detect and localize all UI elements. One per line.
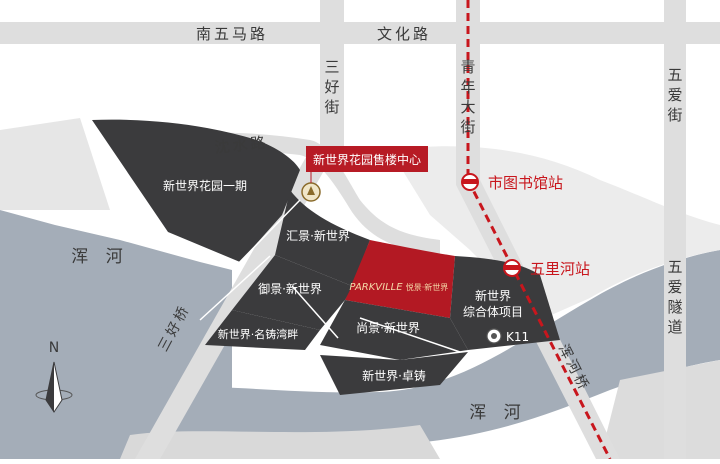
label-shenshui: 沈水路 <box>214 133 270 157</box>
label-library-station: 市图书馆站 <box>488 174 563 192</box>
label-wuai-tunnel: 五爱隧道 <box>667 258 682 336</box>
label-compass-north: N <box>49 340 59 356</box>
block-zhuozhu <box>320 352 468 395</box>
label-huijing: 汇景·新世界 <box>286 228 350 243</box>
label-parkville-cn: 悦景·新世界 <box>406 282 449 292</box>
road-wuai-street <box>664 0 686 459</box>
label-river-left: 浑 河 <box>71 247 128 267</box>
label-sales-center: 新世界花园售楼中心 <box>313 152 421 167</box>
svg-text:综合体项目: 综合体项目 <box>463 304 523 319</box>
project-blocks <box>92 119 560 395</box>
label-parkville-en: PARKVILLE <box>349 282 403 293</box>
road-nanwuma-wenhua <box>0 22 720 44</box>
north-arrow-icon <box>35 361 73 413</box>
metro-line-south <box>466 179 612 460</box>
label-river-bottom: 浑 河 <box>469 403 526 423</box>
metro-icon-library <box>461 173 479 191</box>
label-mingzhu: 新世界·名铸湾畔 <box>218 327 299 341</box>
block-huijing <box>275 190 370 286</box>
block-parkville <box>345 240 455 318</box>
sales-center-callout <box>306 146 428 172</box>
label-yujing: 御景·新世界 <box>258 281 322 296</box>
label-wenhua: 文化路 <box>377 25 431 43</box>
sales-center-pin <box>301 165 321 202</box>
land-parcel-south <box>120 425 440 459</box>
label-nanwuma: 南五马路 <box>196 25 268 43</box>
block-phase1 <box>92 119 300 262</box>
label-wuai-street: 五爱街 <box>667 66 682 124</box>
block-yujing <box>232 255 352 330</box>
road-qingnian-street <box>456 0 620 459</box>
label-wulihe-station: 五里河站 <box>530 260 590 278</box>
road-sanhao-street <box>320 0 344 150</box>
label-complex: 新世界 综合体项目 <box>463 288 523 319</box>
road-sanhao-bridge <box>135 150 330 459</box>
svg-text:三好街: 三好街 <box>324 58 339 116</box>
label-qingnian-street: 青年大街 <box>460 58 475 136</box>
block-mingzhu <box>205 310 320 350</box>
label-zhuozhu: 新世界·卓铸 <box>362 368 426 383</box>
label-sanhao-street: 三好街 <box>324 58 339 116</box>
svg-text:五爱街: 五爱街 <box>667 66 682 124</box>
metro-icon-wulihe <box>503 259 521 277</box>
svg-text:青年大街: 青年大街 <box>460 58 475 136</box>
svg-text:五爱隧道: 五爱隧道 <box>667 258 682 336</box>
land-parcel-southeast <box>600 360 720 459</box>
svg-text:新世界: 新世界 <box>475 288 511 303</box>
label-shangjing: 尚景·新世界 <box>356 320 420 335</box>
block-complex <box>450 256 560 350</box>
k11-icon <box>486 328 502 344</box>
land-parcel-left <box>0 118 110 210</box>
label-phase1: 新世界花园一期 <box>163 178 247 193</box>
label-k11: K11 <box>506 330 529 344</box>
